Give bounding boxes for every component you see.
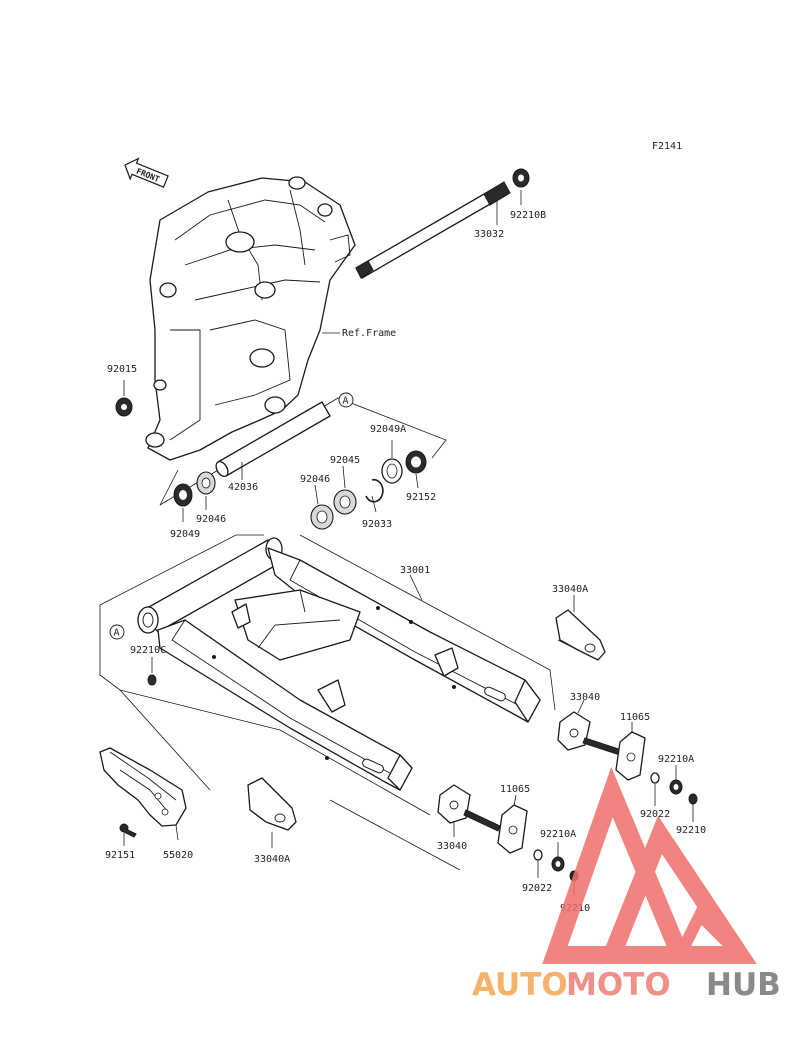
label-92046-a: 92046 — [196, 514, 226, 525]
svg-text:A: A — [343, 396, 349, 407]
figure-code: F2141 — [652, 141, 682, 152]
seal-92049A — [381, 458, 403, 484]
label-92210C: 92210C — [130, 645, 166, 656]
block-11065-right — [615, 731, 646, 781]
circlip-92033 — [365, 478, 384, 503]
block-11065-left — [497, 804, 528, 854]
bolt-92210C — [147, 674, 157, 686]
washer-92022-left — [533, 849, 543, 861]
bolt-92151 — [119, 823, 137, 838]
callout-a-top: A — [338, 392, 354, 408]
label-11065-right: 11065 — [620, 712, 650, 723]
frame-reference — [145, 176, 356, 461]
label-92210B: 92210B — [510, 210, 546, 221]
cap-92152 — [405, 450, 427, 474]
label-33032: 33032 — [474, 229, 504, 240]
nut-92210-right — [688, 793, 698, 805]
label-92049A: 92049A — [370, 424, 406, 435]
adjuster-33040-right — [557, 711, 629, 758]
adjuster-plate-33040A-top — [555, 609, 606, 661]
svg-text:A: A — [114, 628, 120, 639]
pivot-shaft-33032 — [355, 181, 511, 279]
nut-92210B — [512, 168, 530, 188]
label-92210A-left: 92210A — [540, 829, 576, 840]
bearing-92046-b — [310, 504, 334, 530]
svg-text:HUB: HUB — [706, 967, 781, 1003]
label-92049: 92049 — [170, 529, 200, 540]
bearing-92045 — [333, 489, 357, 515]
bearing-92046-a — [196, 471, 216, 495]
label-42036: 42036 — [228, 482, 258, 493]
front-arrow-icon: FRONT — [124, 157, 169, 188]
svg-text:AUTO: AUTO — [472, 967, 568, 1003]
label-92210A-right: 92210A — [658, 754, 694, 765]
watermark-logo — [542, 766, 757, 964]
label-11065-left: 11065 — [500, 784, 530, 795]
label-55020: 55020 — [163, 850, 193, 861]
ref-frame-label: Ref.Frame — [342, 328, 396, 339]
label-92151: 92151 — [105, 850, 135, 861]
label-33040-right: 33040 — [570, 692, 600, 703]
label-33040A-top: 33040A — [552, 584, 588, 595]
label-92022-right: 92022 — [640, 809, 670, 820]
label-92152: 92152 — [406, 492, 436, 503]
label-92046-b: 92046 — [300, 474, 330, 485]
nut-92210A-left — [551, 856, 565, 872]
adjuster-33040-left — [437, 784, 501, 832]
label-92045: 92045 — [330, 455, 360, 466]
label-92015: 92015 — [107, 364, 137, 375]
label-92210-right: 92210 — [676, 825, 706, 836]
seal-92049 — [173, 483, 193, 507]
adjuster-plate-33040A-bottom — [247, 777, 297, 831]
callout-a-bottom: A — [109, 624, 125, 640]
svg-text:MOTO: MOTO — [566, 967, 671, 1003]
label-33001: 33001 — [400, 565, 430, 576]
label-92033: 92033 — [362, 519, 392, 530]
collar-42036 — [215, 401, 331, 478]
washer-92022-right — [650, 772, 660, 784]
chain-guide-55020 — [99, 747, 187, 827]
watermark-text: AUTO MOTO HUB — [472, 967, 781, 1003]
label-33040-left: 33040 — [437, 841, 467, 852]
label-92022-left: 92022 — [522, 883, 552, 894]
swingarm-33001 — [137, 537, 541, 791]
nut-92015 — [115, 397, 133, 417]
nut-92210A-right — [669, 779, 683, 795]
label-33040A-bottom: 33040A — [254, 854, 290, 865]
